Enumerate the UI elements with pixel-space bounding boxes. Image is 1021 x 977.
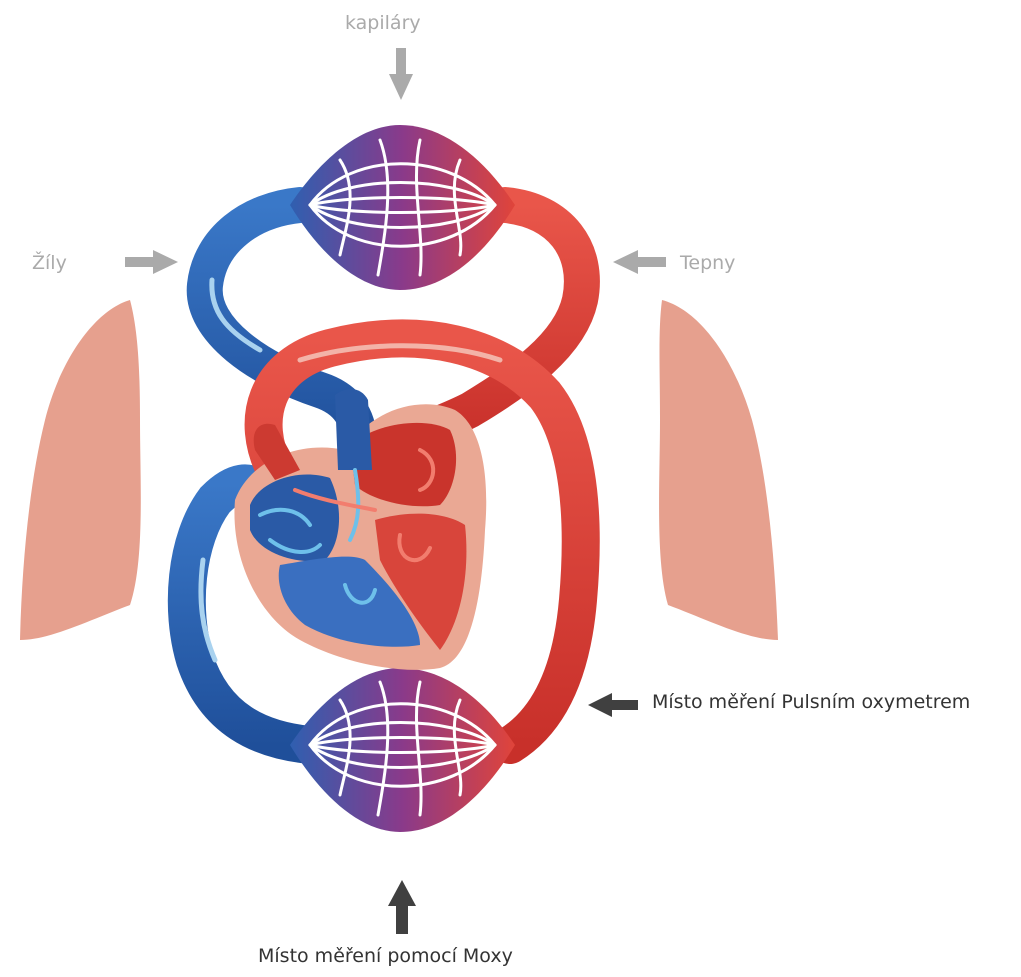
right-lung <box>659 300 778 640</box>
moxy-arrow <box>388 880 416 934</box>
arteries-arrow <box>613 250 666 274</box>
left-lung <box>20 300 141 640</box>
pulse-oximeter-arrow <box>588 693 638 717</box>
veins-label: Žíly <box>32 254 67 273</box>
superior-vena-cava <box>335 389 372 470</box>
upper-capillary-bed <box>290 125 515 290</box>
capillaries-label: kapiláry <box>345 14 421 33</box>
pulse-oximeter-site-label: Místo měření Pulsním oxymetrem <box>652 693 970 712</box>
veins-arrow <box>125 250 178 274</box>
heart <box>234 389 486 670</box>
lower-capillary-bed <box>290 668 515 832</box>
moxy-site-label: Místo měření pomocí Moxy <box>258 947 513 966</box>
capillaries-arrow <box>389 48 413 100</box>
arteries-label: Tepny <box>680 254 735 273</box>
